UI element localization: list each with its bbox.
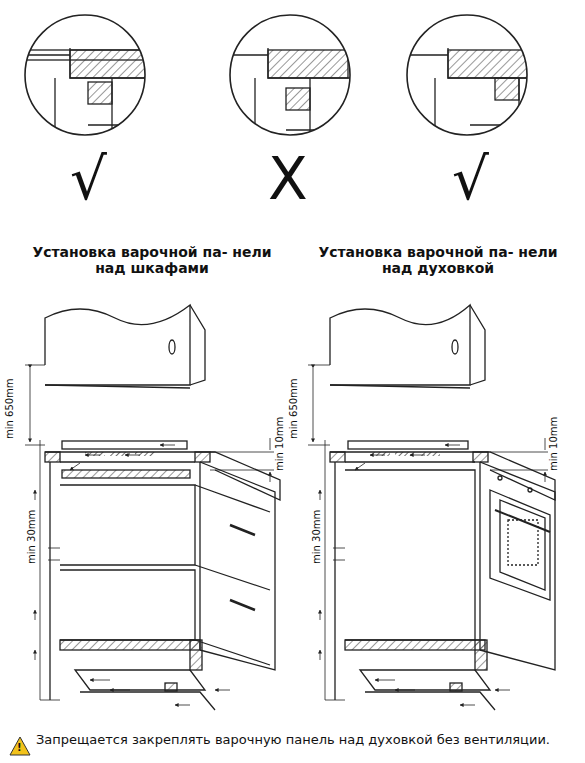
warning-triangle <box>10 737 30 755</box>
cross-mark: X <box>268 150 308 208</box>
dimension-label: min 10mm <box>274 416 286 472</box>
check-mark: √ <box>452 150 489 208</box>
check-mark: √ <box>70 150 107 208</box>
warning-sign: ! <box>17 742 22 754</box>
install-over-cabinets <box>25 305 280 710</box>
dimension-label: min 650mm <box>288 377 300 440</box>
warning-note: Запрещается закреплять варочную панель н… <box>36 733 566 747</box>
install-over-oven <box>308 305 555 710</box>
dimension-label: min 30mm <box>311 509 323 565</box>
dimension-label: min 650mm <box>4 377 16 440</box>
dimension-label: min 10mm <box>548 416 560 472</box>
section-heading: Установка варочной па- нели над духовкой <box>318 244 558 276</box>
dimension-label: min 30mm <box>26 509 38 565</box>
section-heading: Установка варочной па- нели над шкафами <box>32 244 272 276</box>
